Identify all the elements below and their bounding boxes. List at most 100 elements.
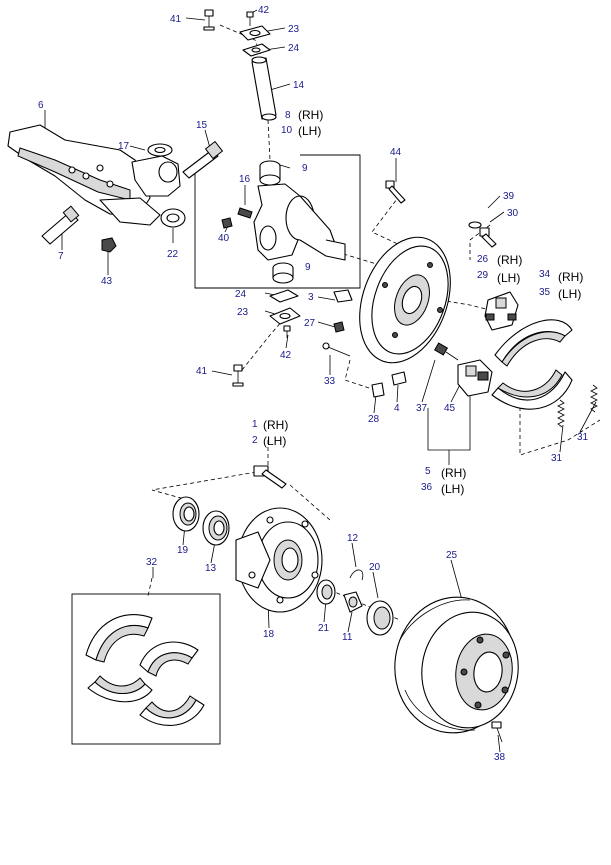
axis-line-spring bbox=[519, 400, 601, 456]
axis-line-hub bbox=[151, 440, 269, 501]
callout-37: 37 bbox=[416, 403, 428, 414]
callout-32: 32 bbox=[146, 557, 158, 568]
oil-seal-part bbox=[172, 496, 200, 532]
callout-12: 12 bbox=[347, 533, 359, 544]
hub-bolt-part bbox=[253, 465, 287, 489]
axis-line-kingpin bbox=[267, 119, 271, 161]
hub-cap-part bbox=[366, 600, 394, 636]
callout-22: 22 bbox=[167, 249, 179, 260]
callout-27: 27 bbox=[304, 318, 316, 329]
callout-35: 35 bbox=[539, 287, 551, 298]
callout-41-top: 41 bbox=[170, 14, 182, 25]
callout-9-top: 9 bbox=[302, 163, 308, 174]
callout-24-bottom: 24 bbox=[235, 289, 247, 300]
nut-part bbox=[101, 237, 117, 253]
pin-part bbox=[182, 140, 224, 179]
callout-labels: 41 42 23 24 14 6 8 (RH) 10 (LH) 15 17 9 … bbox=[38, 5, 589, 763]
wheel-cylinder-upper-part bbox=[484, 291, 519, 331]
callout-1: 1 bbox=[252, 419, 258, 430]
callout-2: 2 bbox=[252, 435, 258, 446]
tie-rod-bolt-part bbox=[41, 205, 80, 245]
callout-8: 8 bbox=[285, 110, 291, 121]
callout-7: 7 bbox=[58, 251, 64, 262]
callout-5: 5 bbox=[425, 466, 431, 477]
shoe-kit-part bbox=[85, 614, 205, 726]
hold-down-pin-part bbox=[322, 342, 351, 357]
side-rh-26: (RH) bbox=[497, 253, 522, 267]
backing-plate-part bbox=[359, 236, 451, 364]
callout-42-top: 42 bbox=[258, 5, 270, 16]
callout-29: 29 bbox=[477, 270, 489, 281]
brake-shoe-lower-part bbox=[491, 369, 573, 410]
callout-44: 44 bbox=[390, 147, 402, 158]
callout-14: 14 bbox=[293, 80, 305, 91]
brake-drum-part bbox=[394, 596, 519, 734]
return-springs-part bbox=[557, 384, 598, 428]
axis-line-hub2 bbox=[289, 484, 331, 521]
wheel-hub-part bbox=[235, 507, 323, 613]
side-lh-35: (LH) bbox=[558, 287, 581, 301]
mounting-bolts-part bbox=[385, 180, 497, 248]
callout-41-bottom: 41 bbox=[196, 366, 208, 377]
side-rh-1: (RH) bbox=[263, 418, 288, 432]
callout-38: 38 bbox=[494, 752, 506, 763]
callout-16: 16 bbox=[239, 174, 251, 185]
king-pin-part bbox=[251, 56, 277, 121]
callout-39: 39 bbox=[503, 191, 515, 202]
callout-3: 3 bbox=[308, 292, 314, 303]
callout-23-top: 23 bbox=[288, 24, 300, 35]
callout-31-left: 31 bbox=[551, 453, 563, 464]
callout-30: 30 bbox=[507, 208, 519, 219]
callout-20: 20 bbox=[369, 562, 381, 573]
bottom-bolts-part bbox=[232, 364, 244, 387]
callout-6: 6 bbox=[38, 100, 44, 111]
axis-line-32 bbox=[147, 577, 153, 597]
wheel-cylinder-lower-part bbox=[457, 359, 493, 397]
callout-21: 21 bbox=[318, 623, 330, 634]
callout-34: 34 bbox=[539, 269, 551, 280]
lower-cover-part bbox=[269, 289, 301, 338]
steering-knuckle-part bbox=[221, 160, 346, 284]
side-lh-2: (LH) bbox=[263, 434, 286, 448]
side-lh-36: (LH) bbox=[441, 482, 464, 496]
callout-18: 18 bbox=[263, 629, 275, 640]
callout-26: 26 bbox=[477, 254, 489, 265]
callout-4: 4 bbox=[394, 403, 400, 414]
callout-13: 13 bbox=[205, 563, 217, 574]
adjuster-parts bbox=[333, 289, 407, 398]
axle-beam-part bbox=[7, 124, 181, 226]
side-rh-5: (RH) bbox=[441, 466, 466, 480]
callout-33: 33 bbox=[324, 376, 336, 387]
callout-43: 43 bbox=[101, 276, 113, 287]
callout-31-right: 31 bbox=[577, 432, 589, 443]
callout-45: 45 bbox=[444, 403, 456, 414]
axis-line-pin33 bbox=[344, 359, 376, 391]
axis-line-bottom41 bbox=[241, 319, 284, 371]
side-lh-10: (LH) bbox=[298, 124, 321, 138]
outer-bearing-part bbox=[316, 579, 336, 605]
inner-bearing-part bbox=[202, 510, 230, 546]
callout-36: 36 bbox=[421, 482, 433, 493]
callout-42-bottom: 42 bbox=[280, 350, 292, 361]
callout-40: 40 bbox=[218, 233, 230, 244]
callout-15: 15 bbox=[196, 120, 208, 131]
callout-23-bottom: 23 bbox=[237, 307, 249, 318]
shoe-kit-frame bbox=[71, 593, 221, 745]
drum-screw-part bbox=[491, 721, 503, 743]
washer-part bbox=[147, 143, 173, 157]
kingpin-group-frame bbox=[194, 154, 361, 289]
callout-24-top: 24 bbox=[288, 43, 300, 54]
adjuster-screw-part bbox=[433, 342, 459, 361]
callout-10: 10 bbox=[281, 125, 293, 136]
callout-9-bottom: 9 bbox=[305, 262, 311, 273]
brake-shoe-upper-part bbox=[494, 319, 573, 367]
side-lh-29: (LH) bbox=[497, 271, 520, 285]
axis-line-cylinder bbox=[439, 299, 491, 311]
callout-17: 17 bbox=[118, 141, 130, 152]
axis-line-bolt44 bbox=[371, 194, 401, 246]
side-rh-8: (RH) bbox=[298, 108, 323, 122]
top-bolts-part bbox=[203, 9, 271, 57]
callout-19: 19 bbox=[177, 545, 189, 556]
lock-nut-part bbox=[343, 591, 363, 613]
